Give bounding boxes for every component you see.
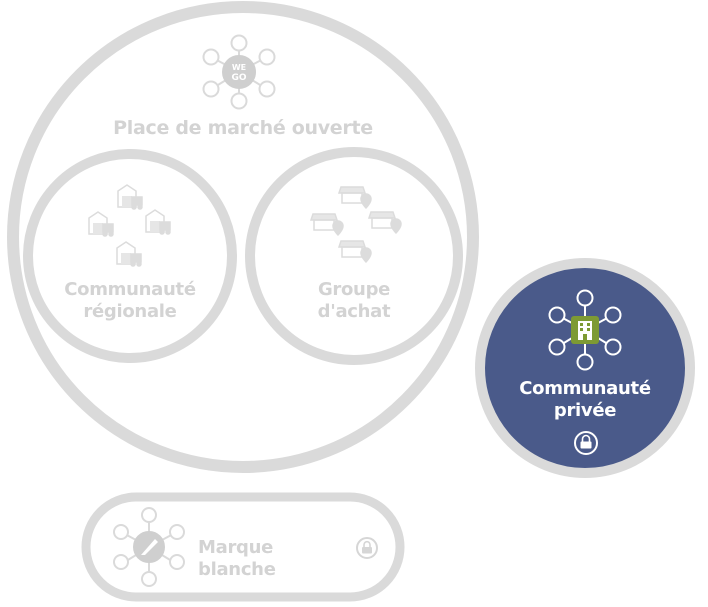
white-label-label: Marque blanche	[198, 537, 276, 580]
building-icon	[571, 316, 599, 344]
regional-community-label: Communauté régionale	[50, 279, 210, 322]
private-community-label-line2: privée	[553, 399, 617, 421]
open-marketplace-circle	[7, 1, 479, 473]
wego-logo-text: WE	[232, 63, 246, 72]
buying-group-label-line2: d'achat	[317, 300, 391, 322]
wego-logo-text-2: GO	[231, 73, 246, 83]
white-label-lock-icon	[356, 537, 378, 559]
private-lock-icon	[574, 431, 598, 455]
regional-community-circle	[23, 149, 237, 363]
buying-group-circle	[245, 147, 463, 365]
buying-group-label-line1: Groupe	[317, 279, 391, 300]
private-community-label-line1: Communauté	[519, 378, 651, 399]
buying-group-label: Groupe d'achat	[274, 279, 434, 322]
hub-icon	[113, 507, 185, 587]
open-marketplace-label: Place de marché ouverte	[113, 117, 373, 139]
private-community-label: Communauté privée	[505, 378, 665, 421]
marketplace-network-icon	[202, 34, 276, 110]
warehouse-truck-icon	[88, 184, 171, 267]
regional-community-label-line2: régionale	[83, 300, 177, 322]
regional-community-label-line1: Communauté	[64, 279, 196, 300]
white-label-pill	[81, 492, 405, 602]
store-location-icon	[309, 186, 402, 264]
